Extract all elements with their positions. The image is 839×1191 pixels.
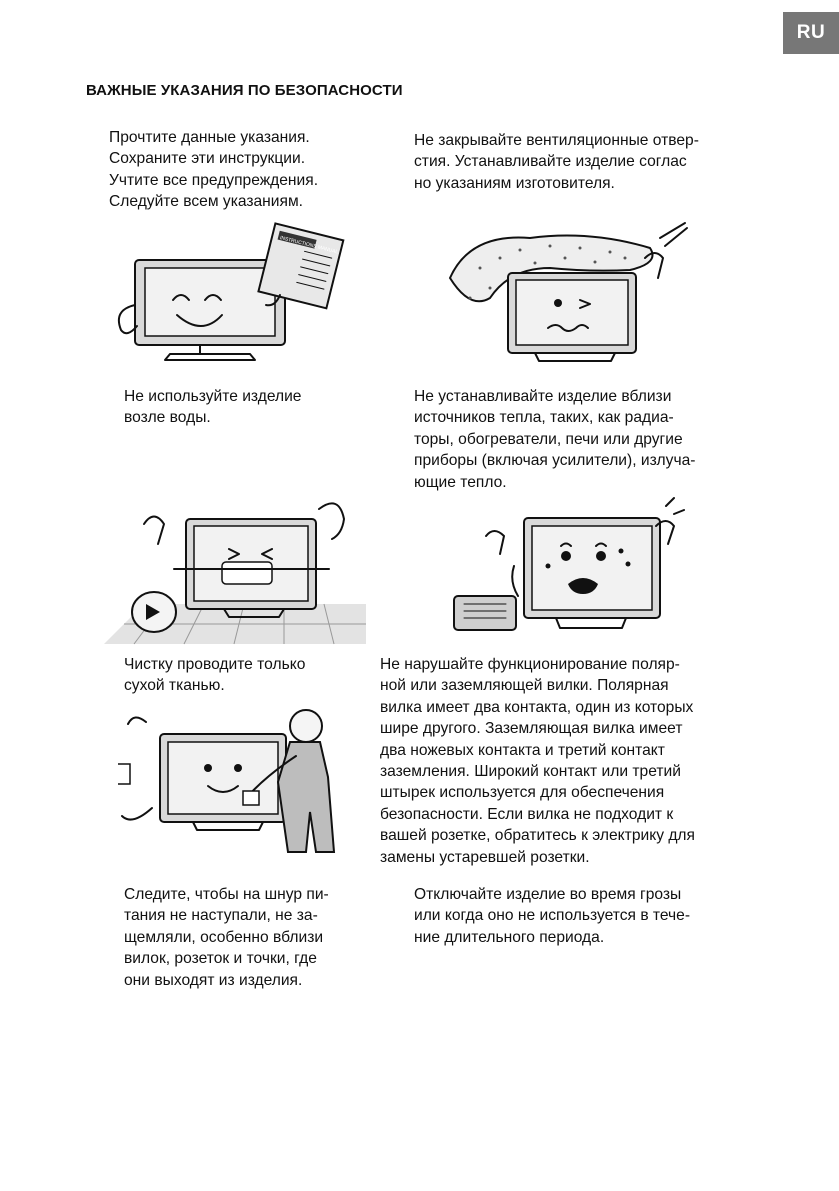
instruction-water: Не используйте изделие возле воды. [124, 388, 302, 427]
instruction-ventilation: Не закрывайте вентиляционные отвер- стия… [414, 132, 699, 192]
instruction-read: Прочтите данные указания. Сохраните эти … [109, 129, 319, 211]
tv-heat-illustration [436, 496, 686, 646]
instruction-heat: Не устанавливайте изделие вблизи источни… [414, 388, 696, 491]
instruction-cord: Следите, чтобы на шнур пи- тания не наст… [124, 886, 329, 989]
tv-reading-manual-illustration: INSTRUCTIONS MANUAL [105, 220, 355, 370]
instruction-storm: Отключайте изделие во время грозы или ко… [414, 886, 691, 946]
instruction-plug: Не нарушайте функционирование поляр- ной… [380, 656, 695, 866]
tv-cleaning-illustration [118, 696, 338, 876]
tv-covered-illustration [440, 218, 700, 378]
language-badge: RU [783, 12, 839, 54]
page-title: ВАЖНЫЕ УКАЗАНИЯ ПО БЕЗОПАСНОСТИ [86, 82, 403, 99]
instruction-cleaning: Чистку проводите только сухой тканью. [124, 656, 306, 695]
tv-water-illustration [104, 494, 366, 646]
